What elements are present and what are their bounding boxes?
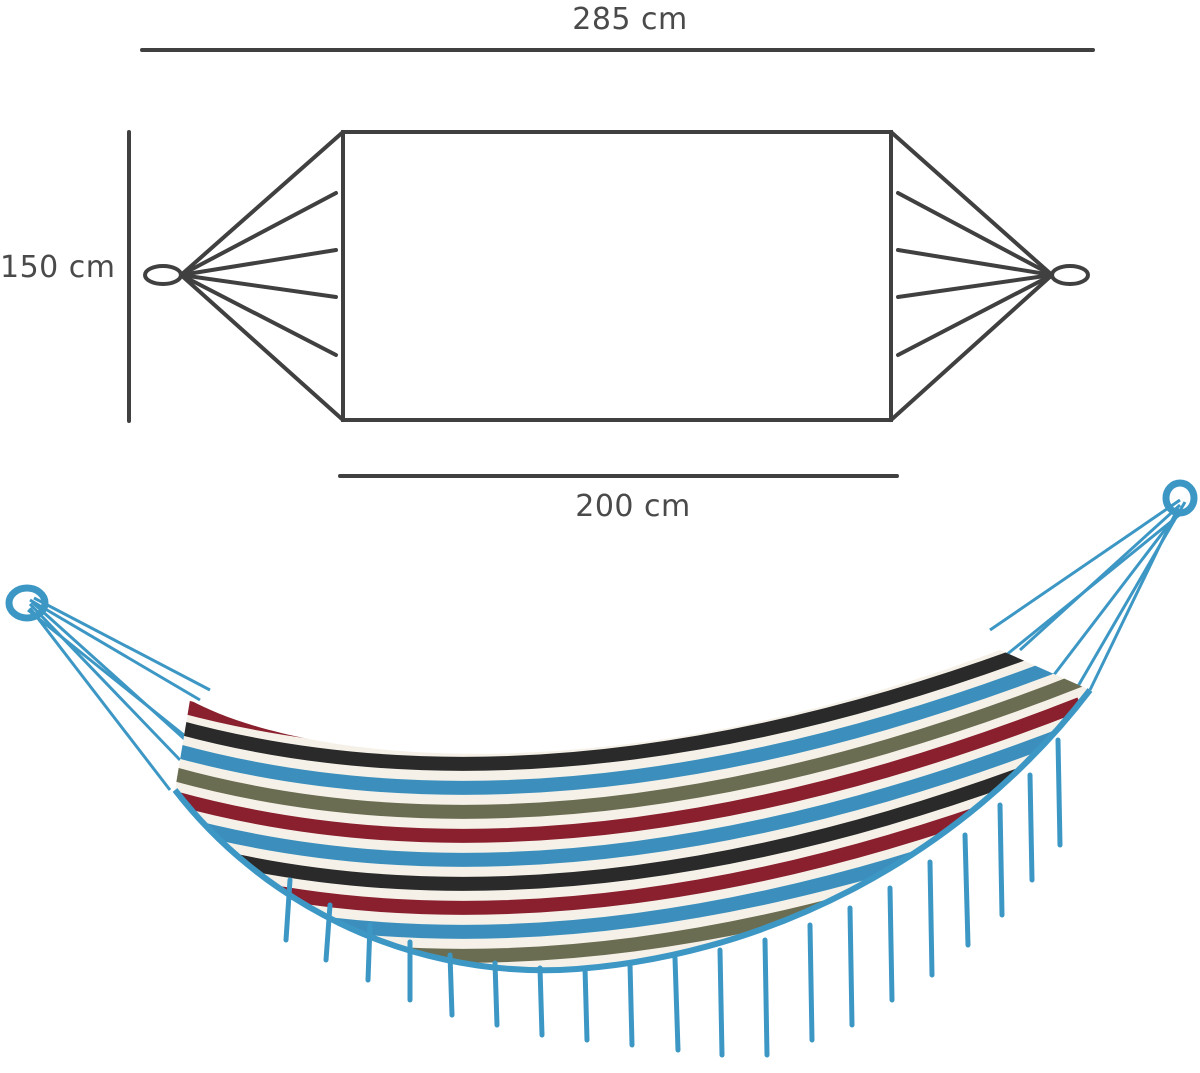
right-cords <box>889 130 1054 422</box>
left-cords <box>179 130 345 422</box>
fringe-tassels <box>283 737 1063 1058</box>
left-hanging-loop <box>143 264 183 286</box>
bed-length-label: 200 cm <box>575 489 691 524</box>
width-label: 150 cm <box>0 250 116 285</box>
right-rope-loop <box>1162 479 1198 517</box>
rope-bundles <box>27 498 1187 791</box>
total-length-label: 285 cm <box>572 2 688 37</box>
right-hanging-loop <box>1050 264 1090 286</box>
hammock-bed-outline <box>341 130 893 422</box>
left-rope-loop <box>5 584 49 622</box>
hammock-photo <box>5 479 1198 1058</box>
